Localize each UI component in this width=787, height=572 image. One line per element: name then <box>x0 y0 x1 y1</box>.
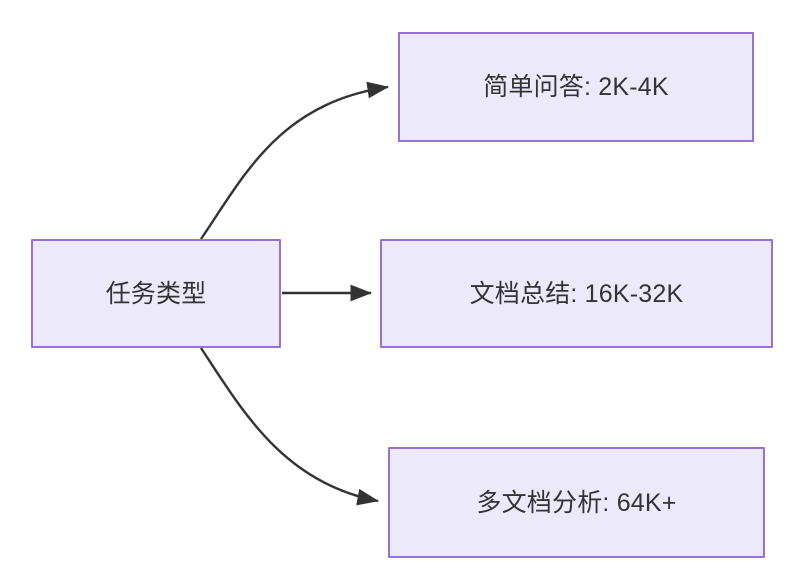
node-simple-qa-label: 简单问答: 2K-4K <box>483 73 669 101</box>
node-task-type[interactable]: 任务类型 <box>31 239 281 348</box>
edge-root-to-simple-qa <box>200 81 389 240</box>
node-multi-doc-label: 多文档分析: 64K+ <box>476 488 677 517</box>
node-task-type-label: 任务类型 <box>105 279 207 308</box>
edge-root-to-multi-doc <box>199 347 379 506</box>
node-simple-qa[interactable]: 简单问答: 2K-4K <box>398 32 754 142</box>
node-doc-summary-label: 文档总结: 16K-32K <box>469 279 684 308</box>
node-doc-summary[interactable]: 文档总结: 16K-32K <box>380 239 773 348</box>
node-multi-doc[interactable]: 多文档分析: 64K+ <box>388 447 765 558</box>
